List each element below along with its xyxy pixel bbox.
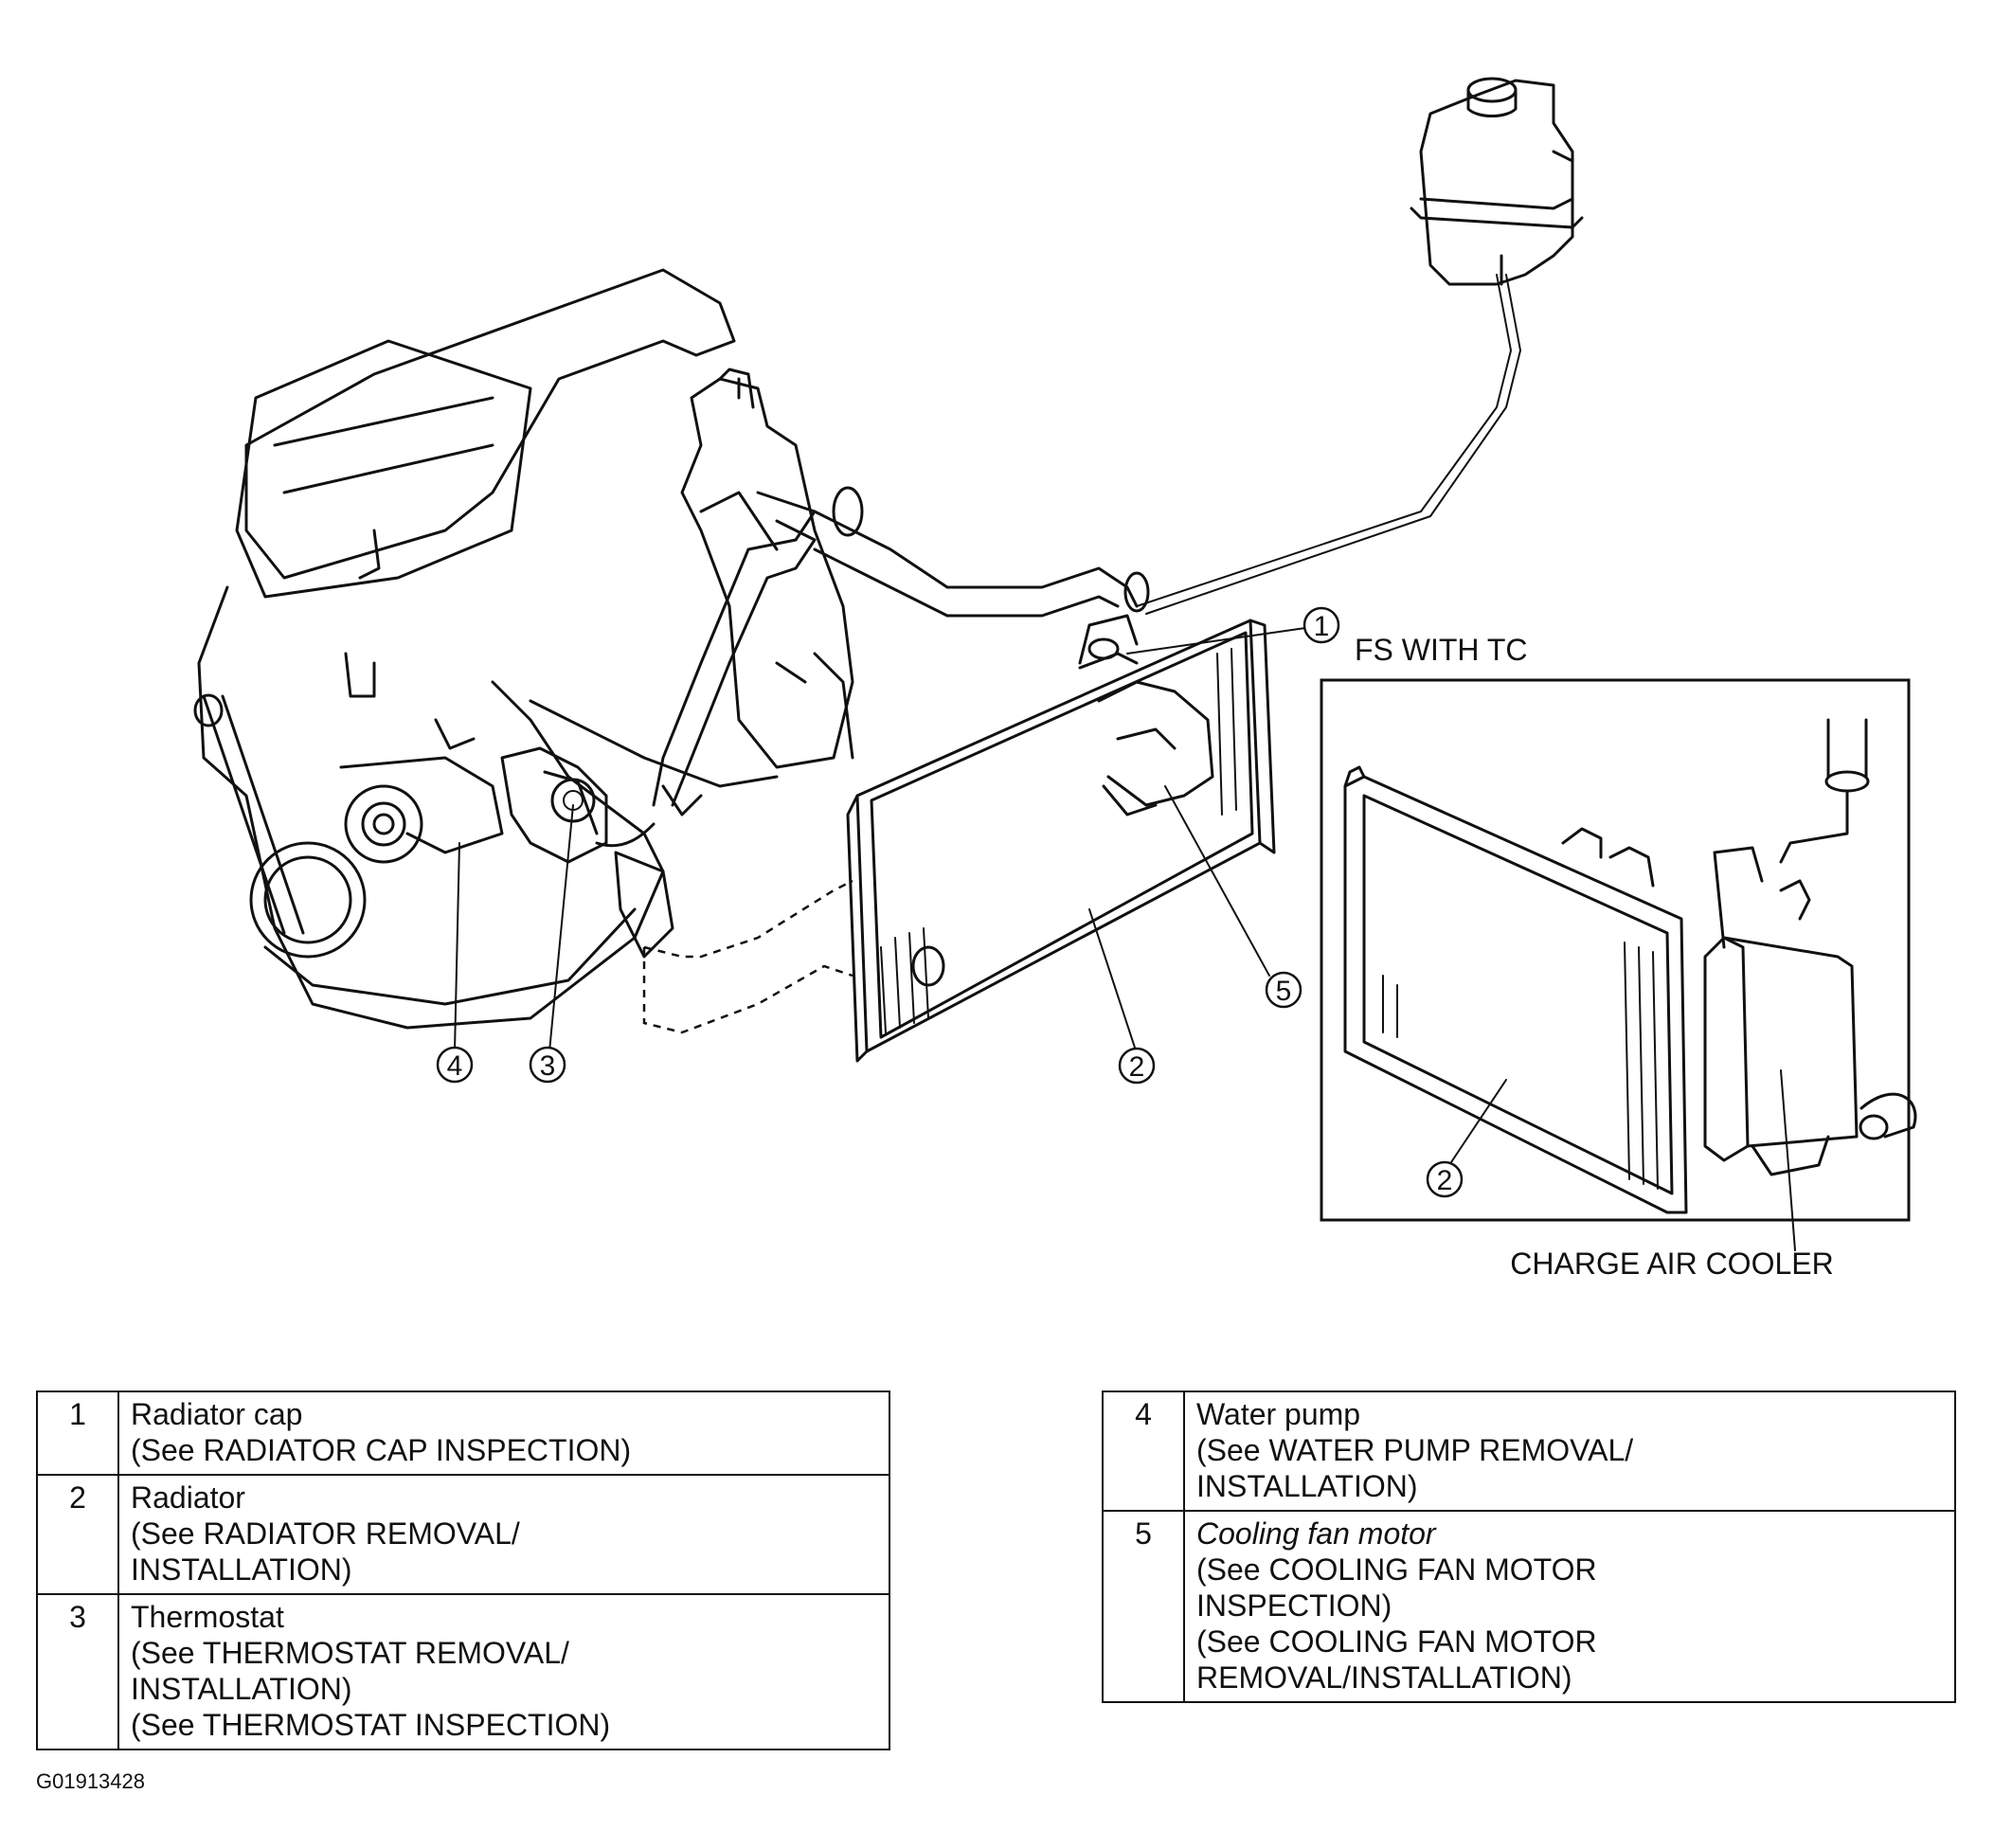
legend-reference: (See WATER PUMP REMOVAL/ [1196,1433,1634,1467]
leader-lines [454,626,1313,1054]
legend-part-name: Thermostat [131,1600,284,1634]
radiator [642,614,1276,1063]
svg-text:5: 5 [1276,976,1292,1007]
svg-text:2: 2 [1129,1051,1145,1083]
legend-reference: INSTALLATION) [131,1672,352,1706]
legend-row: 3 Thermostat (See THERMOSTAT REMOVAL/ IN… [36,1593,890,1750]
legend-reference: (See RADIATOR CAP INSPECTION) [131,1433,632,1467]
legend-description: Thermostat (See THERMOSTAT REMOVAL/ INST… [117,1593,890,1750]
legend-number: 4 [1102,1390,1185,1512]
svg-text:4: 4 [447,1050,463,1082]
legend-description: Radiator (See RADIATOR REMOVAL/ INSTALLA… [117,1474,890,1595]
legend-reference: (See THERMOSTAT INSPECTION) [131,1708,611,1742]
callout-5: 5 [1265,971,1302,1009]
cooling-system-diagram: 1 5 2 3 4 FS WITH TC 2 [193,77,1917,1281]
legend-reference: (See COOLING FAN MOTOR [1196,1552,1597,1587]
legend-part-name: Water pump [1196,1397,1361,1431]
legend-reference: REMOVAL/INSTALLATION) [1196,1660,1572,1695]
legend-reference: (See THERMOSTAT REMOVAL/ [131,1636,569,1670]
legend-number: 3 [36,1593,119,1750]
legend-table-right: 4 Water pump (See WATER PUMP REMOVAL/ IN… [1102,1390,1956,1703]
legend-number: 2 [36,1474,119,1595]
legend-part-name: Radiator [131,1480,245,1515]
callout-1: 1 [1302,606,1340,644]
inset-fs-with-tc: FS WITH TC 2 CHARGE AIR COOLER [1320,633,1917,1281]
legend-part-name: Radiator cap [131,1397,303,1431]
legend-row: 4 Water pump (See WATER PUMP REMOVAL/ IN… [1102,1390,1956,1512]
coolant-reservoir [1136,77,1584,615]
legend-reference: INSTALLATION) [131,1552,352,1587]
legend-reference: INSPECTION) [1196,1588,1392,1623]
legend-description: Water pump (See WATER PUMP REMOVAL/ INST… [1183,1390,1956,1512]
legend-description: Cooling fan motor (See COOLING FAN MOTOR… [1183,1510,1956,1703]
inset-title: FS WITH TC [1355,633,1528,667]
legend-number: 5 [1102,1510,1185,1703]
legend-reference: (See COOLING FAN MOTOR [1196,1624,1597,1659]
legend-row: 5 Cooling fan motor (See COOLING FAN MOT… [1102,1510,1956,1703]
svg-text:1: 1 [1314,611,1330,642]
figure-id: G01913428 [36,1769,145,1793]
svg-text:3: 3 [540,1050,556,1082]
svg-text:2: 2 [1437,1165,1453,1196]
engine-illustration [193,268,736,1030]
legend-reference: INSTALLATION) [1196,1469,1418,1503]
callout-2: 2 [1118,1047,1156,1085]
intake-manifold-and-hoses [529,368,1150,816]
legend-part-name: Cooling fan motor [1196,1516,1436,1551]
callout-4: 4 [436,1046,474,1084]
legend-description: Radiator cap (See RADIATOR CAP INSPECTIO… [117,1390,890,1476]
legend-table-left: 1 Radiator cap (See RADIATOR CAP INSPECT… [36,1390,890,1750]
legend-row: 1 Radiator cap (See RADIATOR CAP INSPECT… [36,1390,890,1476]
legend-number: 1 [36,1390,119,1476]
charge-air-cooler-label: CHARGE AIR COOLER [1510,1247,1833,1281]
legend-row: 2 Radiator (See RADIATOR REMOVAL/ INSTAL… [36,1474,890,1595]
legend-reference: (See RADIATOR REMOVAL/ [131,1516,520,1551]
callout-3: 3 [529,1046,566,1084]
